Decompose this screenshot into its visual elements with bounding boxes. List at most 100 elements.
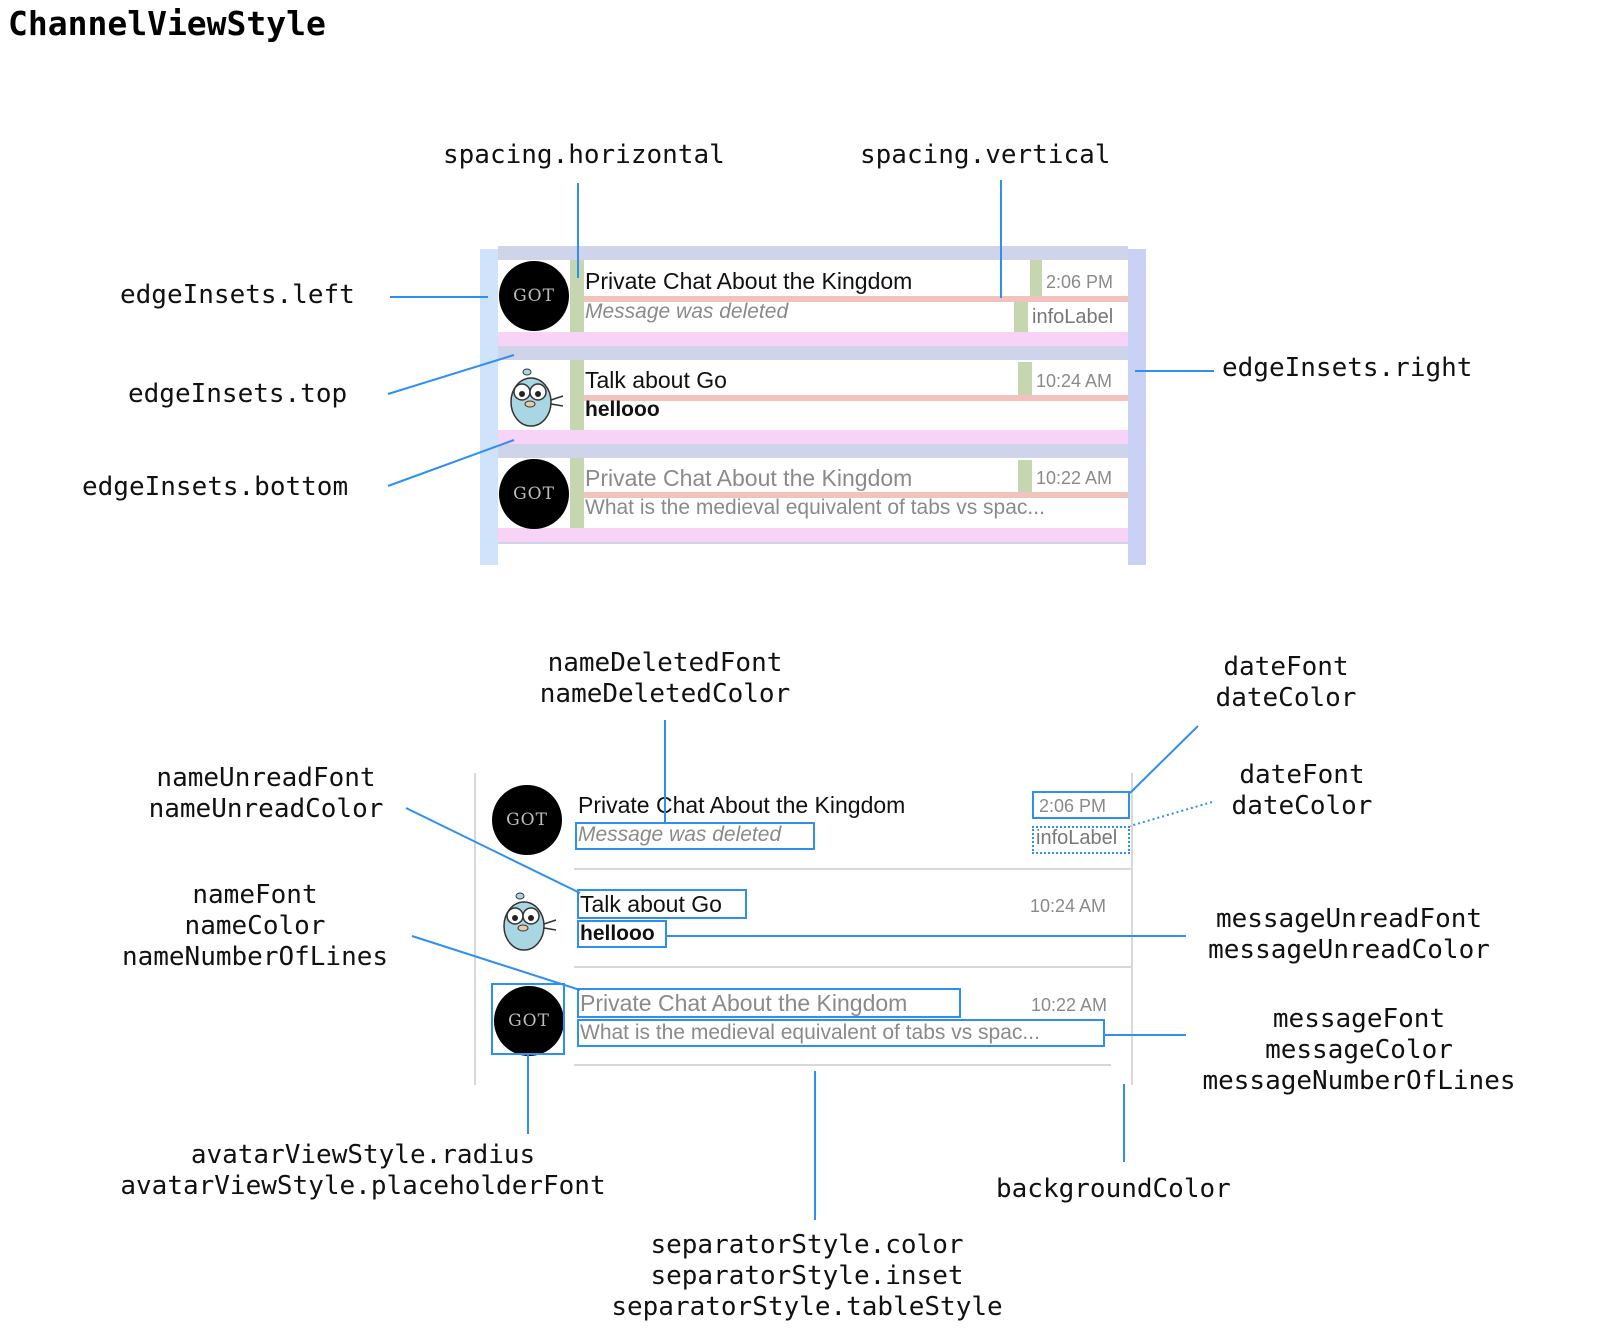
gopher-icon (492, 884, 562, 954)
separator-line (574, 868, 1131, 870)
edge-inset-top-region (498, 246, 1128, 260)
label-message-unread: messageUnreadFont messageUnreadColor (1194, 904, 1504, 966)
spacing-horizontal-region (570, 260, 584, 332)
info-label: infoLabel (1032, 306, 1114, 328)
info-spacing-region (1014, 302, 1028, 332)
avatar: GOT (492, 785, 562, 855)
label-line: nameNumberOfLines (121, 942, 389, 972)
date-highlight (1032, 791, 1130, 819)
name-unread-highlight (577, 889, 747, 919)
got-logo-icon: GOT (513, 484, 555, 504)
label-edge-insets-top: edgeInsets.top (128, 379, 348, 409)
background-left-border (474, 773, 476, 1085)
channel-name: Private Chat About the Kingdom (580, 990, 908, 1016)
spacing-horizontal-region (570, 360, 584, 430)
label-line: messageUnreadColor (1208, 935, 1490, 965)
channel-message: Message was deleted (578, 823, 782, 846)
channel-message: What is the medieval equivalent of tabs … (585, 496, 1045, 519)
avatar: GOT (494, 986, 564, 1056)
label-line: dateColor (1215, 683, 1357, 713)
leader-date-1 (1129, 725, 1199, 794)
spacing-vertical-region (584, 296, 1128, 302)
label-line: messageFont (1272, 1004, 1446, 1034)
label-background-color: backgroundColor (996, 1174, 1231, 1204)
label-edge-insets-bottom: edgeInsets.bottom (82, 472, 349, 502)
background-right-border (1131, 773, 1133, 1085)
leader-date-2 (1129, 801, 1213, 827)
label-date-2: dateFont dateColor (1202, 760, 1402, 822)
channel-name: Private Chat About the Kingdom (585, 268, 913, 294)
channel-date: 10:24 AM (1036, 371, 1113, 391)
message-unread-highlight (577, 920, 667, 948)
label-line: nameUnreadFont (156, 763, 376, 793)
edge-inset-bottom-region (498, 528, 1128, 542)
info-label: infoLabel (1036, 827, 1118, 849)
channel-name: Private Chat About the Kingdom (578, 792, 906, 818)
label-avatar: avatarViewStyle.radius avatarViewStyle.p… (108, 1140, 618, 1202)
avatar: GOT (499, 459, 569, 529)
got-logo-icon: GOT (506, 810, 548, 830)
row-separator (498, 542, 1128, 544)
edge-inset-left-region (480, 249, 498, 565)
gopher-icon (499, 360, 569, 430)
label-line: nameColor (184, 911, 326, 941)
channel-date: 10:22 AM (1036, 468, 1113, 488)
edge-inset-bottom-region (498, 430, 1128, 444)
message-deleted-highlight (575, 822, 815, 850)
label-line: separatorStyle.tableStyle (611, 1292, 1003, 1322)
row-separator (498, 444, 1128, 458)
label-line: nameUnreadColor (148, 794, 384, 824)
channel-message: Message was deleted (585, 300, 789, 323)
label-spacing-horizontal: spacing.horizontal (443, 140, 725, 170)
label-line: separatorStyle.color (650, 1230, 964, 1260)
edge-inset-right-region (1128, 249, 1146, 565)
spacing-horizontal-region (570, 458, 584, 528)
label-line: avatarViewStyle.radius (190, 1140, 536, 1170)
label-line: messageColor (1265, 1035, 1453, 1065)
label-line: avatarViewStyle.placeholderFont (120, 1171, 606, 1201)
label-name: nameFont nameColor nameNumberOfLines (100, 880, 410, 973)
name-highlight (577, 988, 961, 1018)
channel-date: 2:06 PM (1046, 272, 1114, 292)
channel-message: What is the medieval equivalent of tabs … (580, 1021, 1040, 1044)
label-edge-insets-left: edgeInsets.left (120, 280, 355, 310)
edge-inset-bottom-region (498, 332, 1128, 346)
channel-name: Private Chat About the Kingdom (585, 465, 913, 491)
separator-line (574, 1064, 1111, 1066)
label-date-1: dateFont dateColor (1186, 652, 1386, 714)
channel-date: 10:24 AM (1030, 896, 1107, 916)
spacing-vertical-region (584, 492, 1128, 498)
date-spacing-region (1030, 260, 1042, 296)
avatar-highlight (491, 983, 565, 1055)
label-name-unread: nameUnreadFont nameUnreadColor (126, 763, 406, 825)
avatar: GOT (499, 261, 569, 331)
got-logo-icon: GOT (508, 1011, 550, 1031)
got-logo-icon: GOT (513, 286, 555, 306)
label-line: dateFont (1223, 652, 1349, 682)
date-spacing-region (1018, 460, 1032, 492)
label-line: dateFont (1239, 760, 1365, 790)
channel-date: 10:22 AM (1031, 995, 1108, 1015)
row-separator (498, 346, 1128, 360)
label-message: messageFont messageColor messageNumberOf… (1186, 1004, 1532, 1097)
label-line: nameDeletedColor (539, 679, 791, 709)
label-separator: separatorStyle.color separatorStyle.inse… (592, 1230, 1022, 1323)
channel-message: hellooo (585, 398, 660, 421)
channel-date: 2:06 PM (1039, 796, 1107, 816)
label-line: dateColor (1231, 791, 1373, 821)
channel-message: hellooo (580, 922, 655, 945)
label-name-deleted: nameDeletedFont nameDeletedColor (520, 648, 810, 710)
label-line: separatorStyle.inset (650, 1261, 964, 1291)
label-spacing-vertical: spacing.vertical (860, 140, 1111, 170)
label-line: messageNumberOfLines (1202, 1066, 1516, 1096)
channel-name: Talk about Go (580, 891, 722, 917)
label-edge-insets-right: edgeInsets.right (1222, 353, 1473, 383)
separator-line (574, 966, 1131, 968)
label-line: messageUnreadFont (1215, 904, 1483, 934)
label-line: nameDeletedFont (547, 648, 783, 678)
message-highlight (577, 1019, 1105, 1047)
info-label-highlight (1032, 826, 1130, 854)
date-spacing-region (1018, 362, 1032, 395)
channel-name: Talk about Go (585, 367, 727, 393)
spacing-vertical-region (584, 395, 1128, 401)
